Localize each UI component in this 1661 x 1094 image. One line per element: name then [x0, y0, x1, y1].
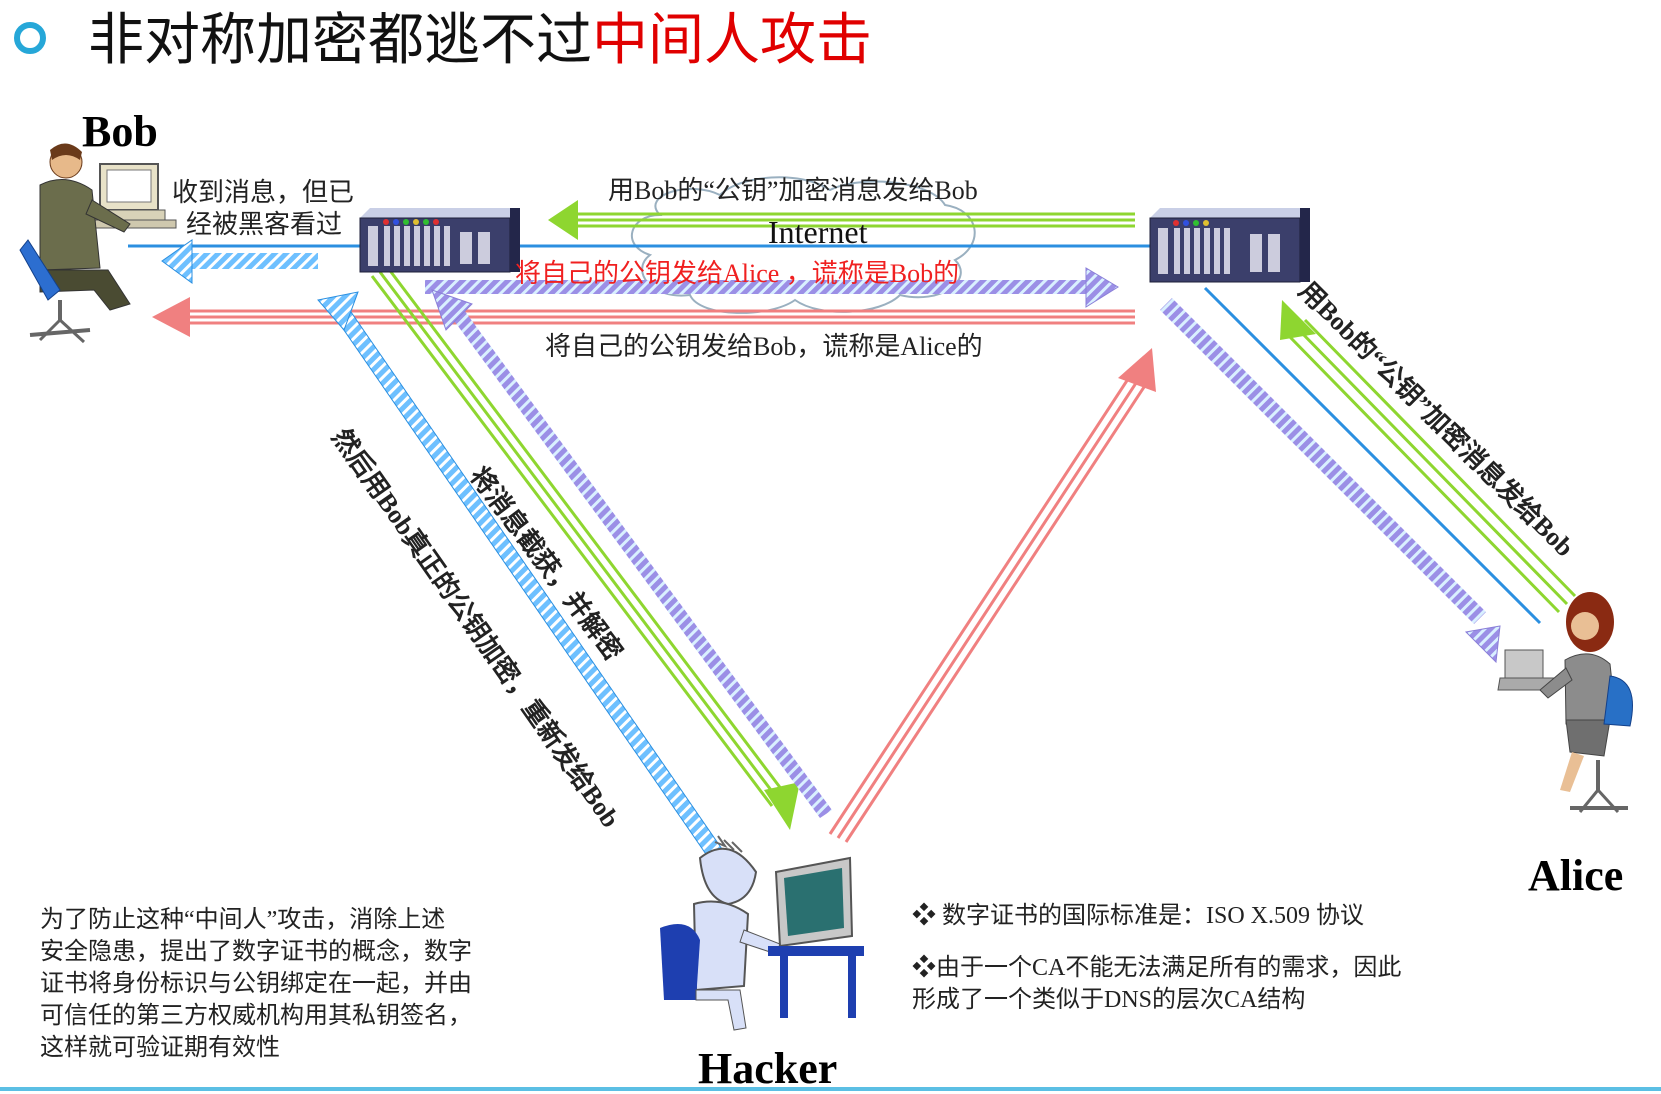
left-note-line-1: 为了防止这种“中间人”攻击，消除上述 — [40, 907, 446, 933]
bob-label: Bob — [82, 107, 158, 156]
bob-note-line2: 经被黑客看过 — [186, 210, 343, 239]
label-red-alice: 将自己的公钥发给Alice ，谎称是Bob的 — [515, 259, 960, 288]
bottom-divider — [0, 1087, 1661, 1091]
right-note-2-line2: 形成了一个类似于DNS的层次CA结构 — [912, 987, 1306, 1013]
left-note-line-2: 安全隐患，提出了数字证书的概念，数字 — [40, 939, 472, 965]
arrow-top-green — [548, 200, 1135, 240]
left-note-line-3: 证书将身份标识与公钥绑定在一起，并由 — [40, 971, 472, 997]
left-note-line-4: 可信任的第三方权威机构用其私钥签名， — [40, 1003, 472, 1029]
left-router-icon — [359, 208, 520, 273]
arrow-hacker-to-bob-blue — [317, 291, 734, 874]
bob-person-icon — [19, 143, 177, 344]
arrow-hacker-to-server-purple — [431, 289, 832, 818]
alice-person-icon — [1497, 592, 1633, 814]
label-bob-fake: 将自己的公钥发给Bob，谎称是Alice的 — [545, 332, 983, 361]
arrow-to-hacker-green — [370, 267, 800, 830]
arrow-hacker-to-server-red — [828, 348, 1156, 843]
bob-note-line1: 收到消息，但已 — [172, 178, 355, 207]
title-bullet-icon — [14, 22, 46, 54]
title-prefix: 非对称加密都逃不过 — [88, 8, 592, 73]
arrow-hacker-to-alice-purple — [425, 267, 1119, 308]
arrow-to-bob-blue — [161, 239, 318, 284]
label-top-green: 用Bob的“公钥”加密消息发给Bob — [608, 176, 978, 205]
title-highlight: 中间人攻击 — [592, 8, 872, 73]
right-router-icon — [1149, 208, 1310, 283]
right-note-2-line1: ❖由于一个CA不能无法满足所有的需求，因此 — [912, 955, 1402, 981]
left-note-line-5: 这样就可验证期有效性 — [40, 1035, 280, 1061]
right-note-1: ❖ 数字证书的国际标准是：ISO X.509 协议 — [912, 903, 1365, 929]
hacker-person-icon — [660, 835, 864, 1031]
alice-label: Alice — [1528, 851, 1624, 900]
arrow-alice-green — [1280, 300, 1577, 614]
hacker-label: Hacker — [698, 1044, 838, 1093]
internet-label: Internet — [768, 214, 868, 250]
page-title: 非对称加密都逃不过中间人攻击 — [88, 6, 872, 76]
arrow-to-alice-purple — [1160, 298, 1501, 664]
left-note: 为了防止这种“中间人”攻击，消除上述 安全隐患，提出了数字证书的概念，数字 证书… — [40, 904, 560, 1064]
internet-alice-link — [1203, 286, 1542, 625]
